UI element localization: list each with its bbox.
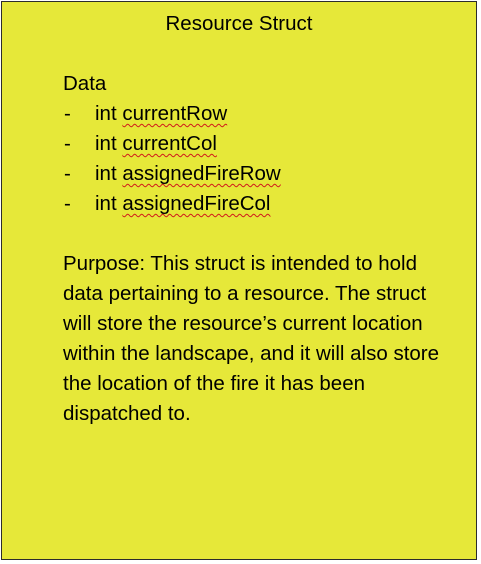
field-type: int <box>95 132 117 155</box>
list-bullet: - <box>64 102 71 125</box>
purpose-text: Purpose: This struct is intended to hold… <box>63 252 440 425</box>
field-item: - int assignedFireRow <box>63 159 463 189</box>
field-type: int <box>95 162 117 185</box>
field-item: - int currentRow <box>63 99 463 129</box>
struct-title: Resource Struct <box>165 12 313 35</box>
field-name: currentRow <box>122 102 228 125</box>
field-item: - int currentCol <box>63 129 463 159</box>
field-name: assignedFireCol <box>122 192 271 215</box>
field-item: - int assignedFireCol <box>63 189 463 219</box>
data-heading: Data <box>63 72 107 95</box>
field-name: currentCol <box>122 132 217 155</box>
list-bullet: - <box>64 192 71 215</box>
list-bullet: - <box>64 162 71 185</box>
list-bullet: - <box>64 132 71 155</box>
field-type: int <box>95 102 117 125</box>
field-type: int <box>95 192 117 215</box>
field-list: - int currentRow - int currentCol - int … <box>63 99 463 219</box>
struct-content: Data - int currentRow - int currentCol -… <box>63 69 463 429</box>
field-name: assignedFireRow <box>122 162 281 185</box>
